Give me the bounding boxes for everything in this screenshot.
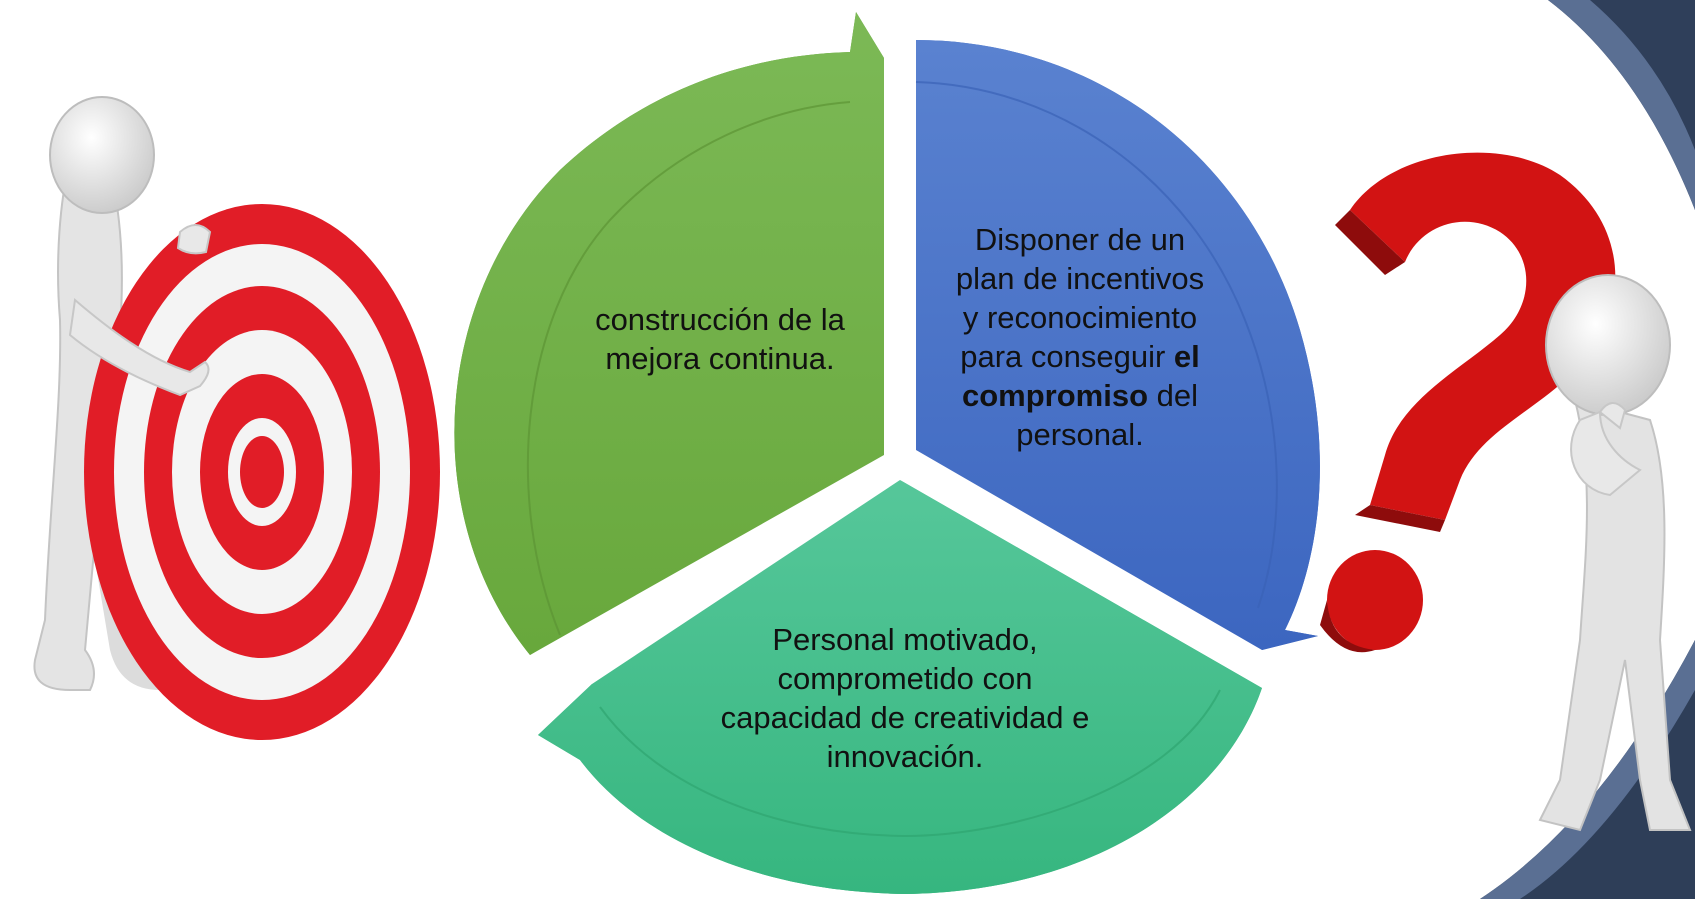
- figure-with-target-icon: [33, 96, 440, 740]
- corner-decoration-bottom: [1480, 640, 1695, 899]
- segment-green: [454, 12, 884, 655]
- segment-green-text: construcción de la mejora continua.: [560, 300, 880, 378]
- segment-teal: [538, 480, 1262, 894]
- segment-blue-line: para conseguir el: [930, 337, 1230, 376]
- segment-teal-line: Personal motivado,: [772, 622, 1038, 657]
- segment-blue: [915, 40, 1320, 650]
- segment-blue-bold-text: compromiso: [961, 378, 1149, 413]
- segment-teal-text: Personal motivado, comprometido con capa…: [690, 620, 1120, 776]
- segment-blue-plain-text: del: [1156, 378, 1199, 413]
- segment-teal-line: innovación.: [826, 739, 984, 774]
- segment-blue-line: compromiso del: [930, 376, 1230, 415]
- segment-green-line: mejora continua.: [605, 341, 835, 376]
- figure-with-question-mark-icon: [1320, 152, 1692, 832]
- segment-blue-line: Disponer de un: [974, 222, 1186, 257]
- segment-blue-line: plan de incentivos: [955, 261, 1205, 296]
- segment-teal-line: capacidad de creatividad e: [720, 700, 1090, 735]
- segment-blue-line: y reconocimiento: [962, 300, 1198, 335]
- segment-blue-line: personal.: [1016, 417, 1144, 452]
- segment-teal-line: comprometido con: [777, 661, 1033, 696]
- segment-blue-plain-text: para conseguir: [960, 339, 1166, 374]
- segment-blue-text: Disponer de un plan de incentivos y reco…: [930, 220, 1230, 454]
- segment-blue-bold-text: el: [1173, 339, 1200, 374]
- segment-green-line: construcción de la: [595, 302, 845, 337]
- corner-decoration-top: [1548, 0, 1695, 210]
